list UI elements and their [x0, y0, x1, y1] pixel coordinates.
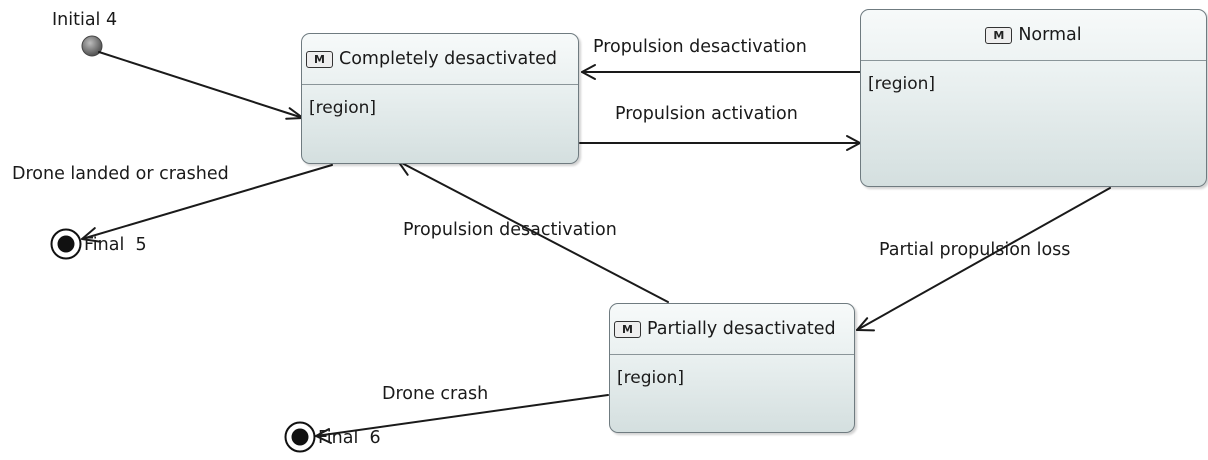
edge-partially-to-final6[interactable]: [315, 394, 609, 444]
final5-label: Final 5: [84, 235, 147, 255]
transition-label-partial-propulsion-loss: Partial propulsion loss: [879, 240, 1071, 260]
edge-normal-to-completely[interactable]: [581, 64, 861, 80]
state-header: M Completely desactivated: [302, 34, 578, 85]
state-header: M Partially desactivated: [610, 304, 854, 355]
state-partially-desactivated[interactable]: M Partially desactivated [region]: [609, 303, 855, 433]
state-name: Partially desactivated: [647, 319, 836, 339]
transition-label-propulsion-desactivation-top: Propulsion desactivation: [593, 37, 807, 57]
edge-normal-to-partially[interactable]: [856, 187, 1111, 332]
state-name: Completely desactivated: [339, 49, 557, 69]
module-icon: M: [614, 320, 641, 338]
final6-label: Final 6: [318, 428, 381, 448]
transition-label-drone-landed-or-crashed: Drone landed or crashed: [12, 164, 229, 184]
state-completely-desactivated[interactable]: M Completely desactivated [region]: [301, 33, 579, 164]
transition-label-drone-crash: Drone crash: [382, 384, 489, 404]
edge-initial-to-completely[interactable]: [98, 51, 304, 120]
edge-completely-to-final5[interactable]: [81, 164, 333, 243]
state-header: M Normal: [861, 10, 1206, 61]
module-icon: M: [985, 26, 1013, 44]
transition-label-propulsion-activation: Propulsion activation: [615, 104, 798, 124]
initial-label: Initial 4: [52, 10, 118, 30]
final-node-5[interactable]: [50, 228, 82, 260]
state-normal[interactable]: M Normal [region]: [860, 9, 1207, 187]
region-label: [region]: [309, 98, 377, 118]
module-icon: M: [306, 50, 333, 68]
state-name: Normal: [1018, 25, 1082, 45]
transition-label-propulsion-desactivation-mid: Propulsion desactivation: [403, 220, 617, 240]
initial-node[interactable]: [81, 35, 103, 57]
region-label: [region]: [868, 74, 936, 94]
edge-completely-to-normal[interactable]: [579, 135, 861, 151]
region-label: [region]: [617, 368, 685, 388]
final-node-6[interactable]: [284, 421, 316, 453]
